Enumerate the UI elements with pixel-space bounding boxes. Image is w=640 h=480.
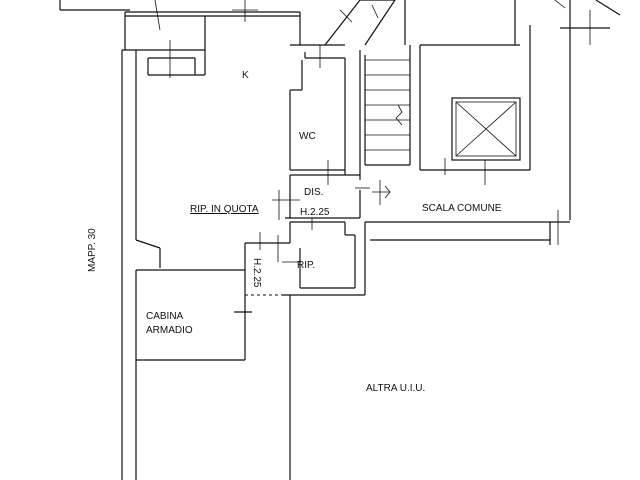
- label-scala-comune: SCALA COMUNE: [422, 203, 502, 214]
- wc-walls: [289, 50, 361, 185]
- label-cabina: CABINA: [146, 311, 184, 322]
- label-armadio: ARMADIO: [146, 325, 193, 336]
- label-height-lower: H.2.25: [251, 258, 262, 288]
- lift-shaft: [451, 97, 521, 161]
- label-wc: WC: [299, 131, 316, 142]
- label-rip-in-quota: RIP. IN QUOTA: [190, 204, 259, 215]
- label-altra-uiu: ALTRA U.I.U.: [366, 383, 425, 394]
- left-walls: [121, 49, 245, 480]
- top-walls: [59, 0, 301, 50]
- label-dis: DIS.: [304, 187, 323, 198]
- top-right-walls: [595, 0, 621, 16]
- label-rip: RIP.: [297, 260, 315, 271]
- kitchen-walls: [147, 16, 345, 78]
- label-height-upper: H.2.25: [300, 207, 330, 218]
- stair-walls: [324, 0, 610, 245]
- stair-treads: [365, 59, 410, 151]
- dis-walls: [272, 175, 370, 220]
- label-kitchen: K: [242, 70, 249, 81]
- label-mappale: MAPP. 30: [87, 228, 98, 272]
- rip-walls: [244, 218, 366, 296]
- cabina-walls: [136, 295, 291, 480]
